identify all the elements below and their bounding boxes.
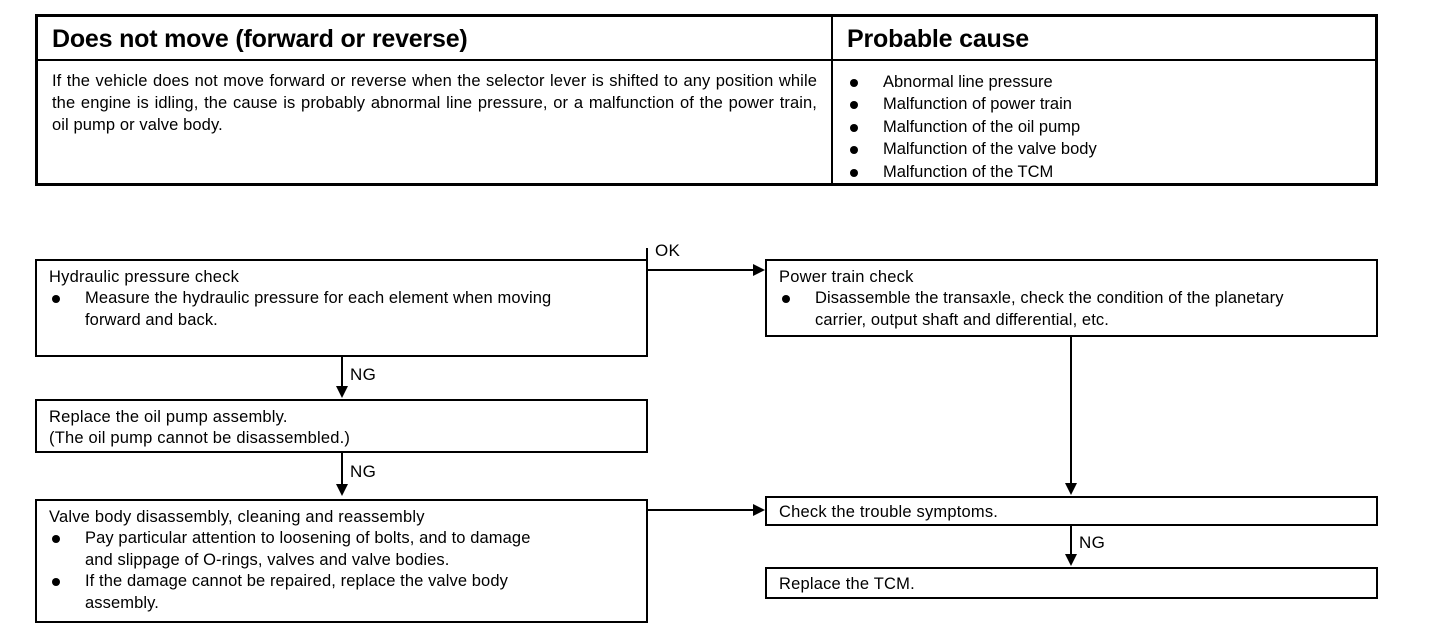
bullet-icon — [850, 101, 858, 109]
bullet-line-2: forward and back. — [85, 310, 218, 329]
connector-ok-horizontal — [646, 269, 754, 271]
cause-text: Malfunction of the valve body — [883, 140, 1097, 158]
list-item: Malfunction of the valve body — [847, 138, 1365, 161]
cause-text: Malfunction of the oil pump — [883, 117, 1081, 136]
bullet-icon — [850, 123, 858, 132]
list-item: Disassemble the transaxle, check the con… — [779, 288, 1368, 331]
flow-node-check-trouble-symptoms: Check the trouble symptoms. — [765, 496, 1378, 526]
node-title: Valve body disassembly, cleaning and rea… — [49, 508, 425, 526]
cause-text: Abnormal line pressure — [883, 72, 1053, 91]
node-text: Replace the TCM. — [779, 575, 915, 593]
bullet-icon — [850, 78, 858, 87]
cause-text: Malfunction of the TCM — [883, 162, 1054, 181]
connector-ng3-arrowhead — [1065, 554, 1077, 566]
symptom-description-cell: If the vehicle does not move forward or … — [38, 60, 833, 183]
table-header-symptom: Does not move (forward or reverse) — [38, 17, 833, 59]
connector-ng2-line — [341, 453, 343, 485]
list-item: Malfunction of the oil pump — [847, 116, 1365, 139]
edge-label-ng-hydraulic-to-oilpump: NG — [350, 365, 377, 384]
cause-title: Probable cause — [847, 25, 1030, 53]
bullet-line-2: carrier, output shaft and differential, … — [815, 310, 1109, 329]
node-bullet-list: Disassemble the transaxle, check the con… — [779, 288, 1368, 331]
connector-ng1-arrowhead — [336, 386, 348, 398]
connector-valvebody-to-symptoms — [648, 509, 754, 511]
list-item: Malfunction of the TCM — [847, 161, 1365, 184]
node-title: Hydraulic pressure check — [49, 268, 240, 286]
bullet-line-1: Disassemble the transaxle, check the con… — [815, 289, 1284, 307]
node-bullet-list: Measure the hydraulic pressure for each … — [49, 288, 638, 331]
list-item: If the damage cannot be repaired, replac… — [49, 571, 638, 614]
bullet-icon — [52, 295, 60, 303]
connector-ng1-line — [341, 357, 343, 387]
connector-ok-riser — [646, 248, 648, 270]
connector-ok-arrowhead — [753, 264, 765, 276]
bullet-icon — [52, 578, 60, 586]
flow-node-valve-body-service: Valve body disassembly, cleaning and rea… — [35, 499, 648, 623]
bullet-line-2: and slippage of O-rings, valves and valv… — [85, 550, 450, 569]
connector-powertrain-to-symptoms — [1070, 337, 1072, 484]
bullet-icon — [782, 295, 790, 303]
list-item: Abnormal line pressure — [847, 71, 1365, 94]
flow-node-replace-oil-pump: Replace the oil pump assembly. (The oil … — [35, 399, 648, 453]
list-item: Measure the hydraulic pressure for each … — [49, 288, 638, 331]
connector-ng3-line — [1070, 526, 1072, 556]
connector-powertrain-to-symptoms-arrowhead — [1065, 483, 1077, 495]
node-text: Check the trouble symptoms. — [779, 503, 999, 521]
bullet-line-1: If the damage cannot be repaired, replac… — [85, 572, 508, 590]
bullet-icon — [850, 168, 858, 177]
edge-label-ng-oilpump-to-valvebody: NG — [350, 462, 377, 481]
symptom-description: If the vehicle does not move forward or … — [52, 71, 817, 134]
probable-cause-list: Abnormal line pressure Malfunction of po… — [847, 64, 1365, 184]
symptom-title: Does not move (forward or reverse) — [52, 25, 468, 53]
edge-label-ng-symptoms-to-tcm: NG — [1079, 533, 1106, 552]
flow-node-replace-tcm: Replace the TCM. — [765, 567, 1378, 599]
table-header-cause: Probable cause — [833, 17, 1375, 59]
list-item: Malfunction of power train — [847, 93, 1365, 116]
node-title: Power train check — [779, 268, 914, 286]
edge-label-ok: OK — [655, 241, 681, 260]
list-item: Pay particular attention to loosening of… — [49, 528, 638, 571]
node-line-2: (The oil pump cannot be disassembled.) — [49, 429, 351, 447]
bullet-line-1: Measure the hydraulic pressure for each … — [85, 289, 552, 307]
symptom-cause-table: Does not move (forward or reverse) Proba… — [35, 14, 1378, 186]
probable-cause-cell: Abnormal line pressure Malfunction of po… — [833, 61, 1375, 184]
bullet-line-1: Pay particular attention to loosening of… — [85, 529, 531, 547]
flow-node-hydraulic-pressure-check: Hydraulic pressure check Measure the hyd… — [35, 259, 648, 357]
node-bullet-list: Pay particular attention to loosening of… — [49, 528, 638, 614]
node-line-1: Replace the oil pump assembly. — [49, 408, 288, 426]
bullet-icon — [850, 146, 858, 154]
table-header-row: Does not move (forward or reverse) Proba… — [38, 17, 1375, 61]
bullet-icon — [52, 535, 60, 543]
flow-node-power-train-check: Power train check Disassemble the transa… — [765, 259, 1378, 337]
connector-ng2-arrowhead — [336, 484, 348, 496]
table-body-row: If the vehicle does not move forward or … — [38, 60, 1375, 184]
bullet-line-2: assembly. — [85, 593, 159, 612]
connector-valvebody-to-symptoms-arrowhead — [753, 504, 765, 516]
cause-text: Malfunction of power train — [883, 95, 1072, 113]
